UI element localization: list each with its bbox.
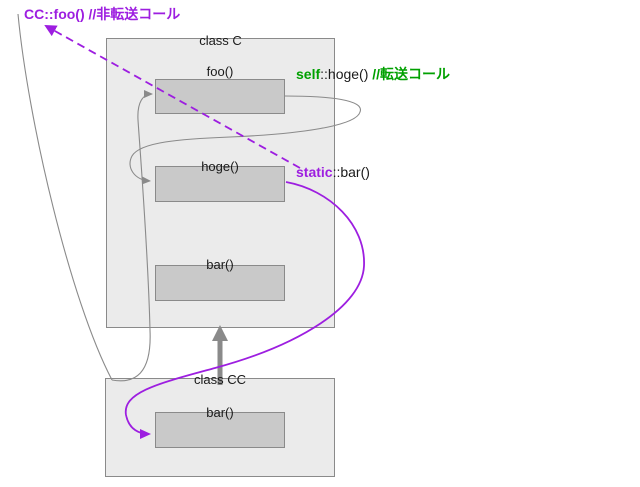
method-label-c-bar: bar() xyxy=(206,257,234,272)
edge-inheritance-arrowhead xyxy=(212,325,228,341)
method-label-c-foo: foo() xyxy=(206,64,234,79)
method-box-cc-bar[interactable] xyxy=(155,412,285,448)
annotation-self-hoge: self::hoge() //転送コール xyxy=(296,66,450,82)
edge-cc-bar-to-c-foo xyxy=(111,90,153,382)
annotation-cc-foo-comment: //非転送コール xyxy=(88,6,181,22)
class-cc-title: class CC xyxy=(193,372,246,387)
edge-cc-foo-nonforward-dashed xyxy=(44,25,301,169)
method-box-c-bar[interactable] xyxy=(155,265,285,301)
annotation-self-comment: //転送コール xyxy=(372,66,451,82)
annotation-self-member: ::hoge() xyxy=(320,66,369,82)
method-label-cc-bar: bar() xyxy=(206,405,234,420)
edge-c-hoge-to-cc-bar xyxy=(125,181,365,439)
annotation-static-keyword: static xyxy=(296,164,333,180)
method-box-c-hoge[interactable] xyxy=(155,166,285,202)
annotation-self-keyword: self xyxy=(296,66,321,82)
class-c-title: class C xyxy=(199,33,242,48)
annotation-cc-foo-call: CC::foo() xyxy=(24,6,85,22)
edge-c-foo-to-c-hoge xyxy=(129,95,361,185)
annotation-cc-foo: CC::foo() //非転送コール xyxy=(24,6,180,22)
annotation-static-bar: static::bar() xyxy=(296,164,370,180)
method-box-c-foo[interactable] xyxy=(155,79,285,114)
edge-outer-left-gray xyxy=(17,13,113,381)
annotation-static-member: ::bar() xyxy=(332,164,370,180)
method-label-c-hoge: hoge() xyxy=(201,159,239,174)
